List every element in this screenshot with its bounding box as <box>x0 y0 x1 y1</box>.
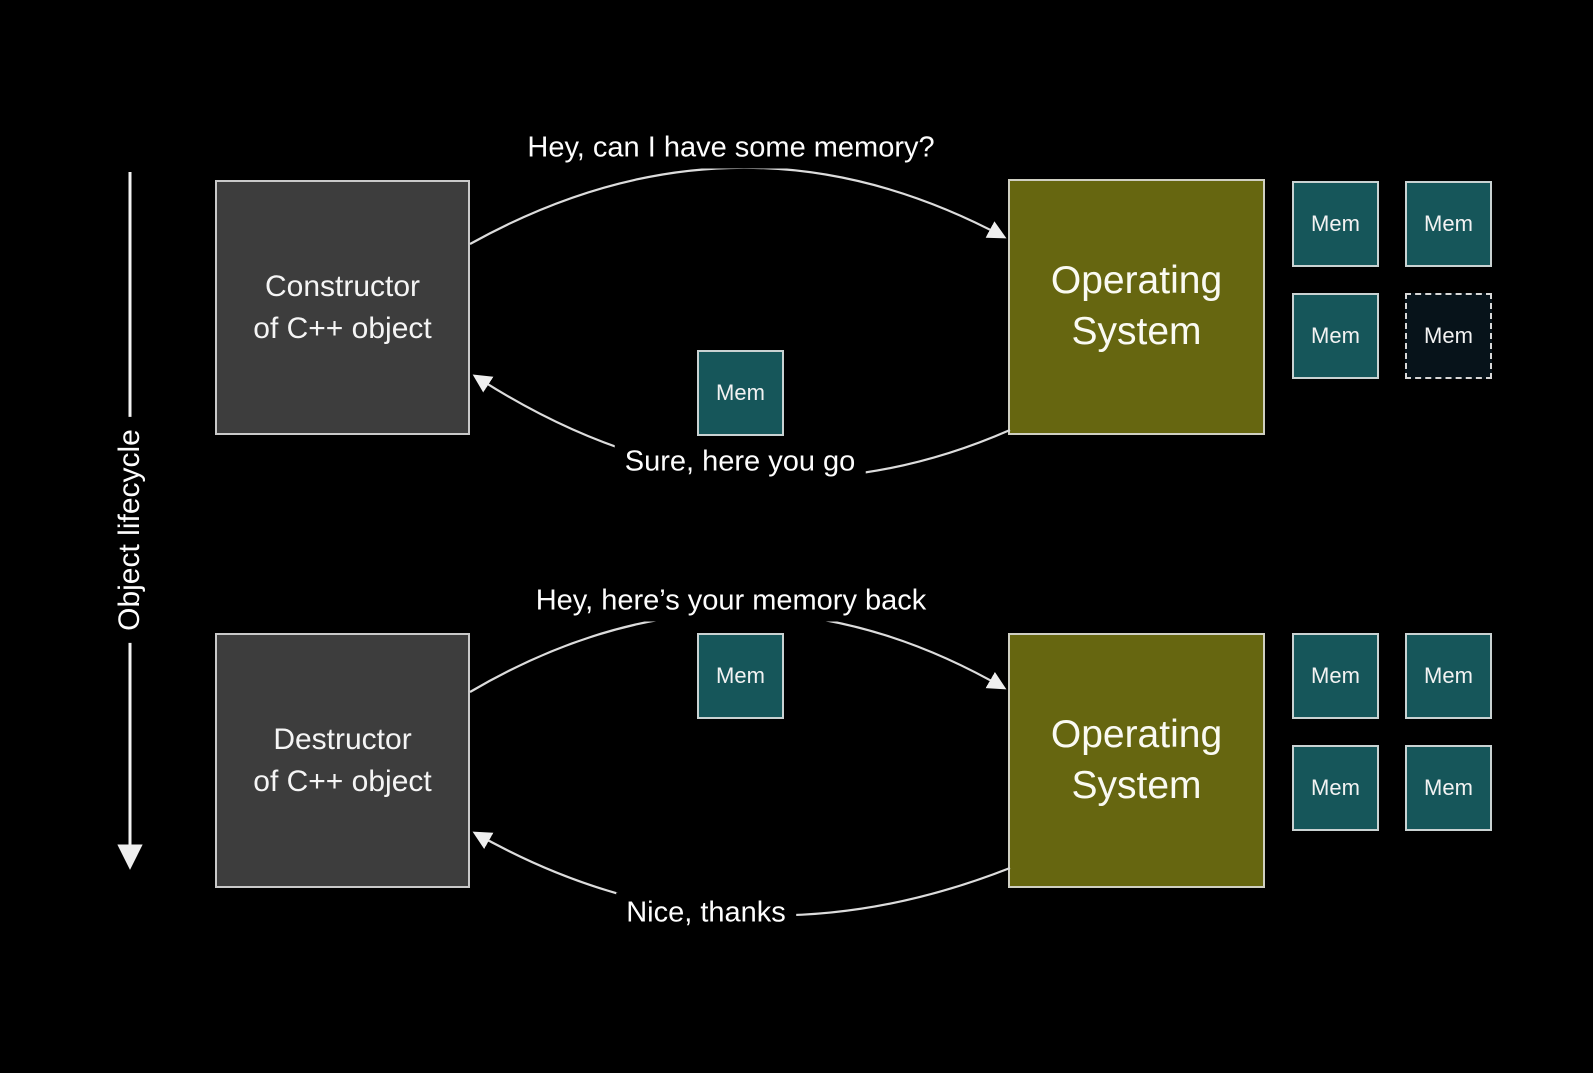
os-top-label-line2: System <box>1071 310 1202 353</box>
mem-slot-top-3: Mem <box>1292 293 1379 379</box>
constructor-label-line1: Constructor <box>264 270 421 304</box>
destructor-label-line1: Destructor <box>273 723 412 757</box>
mem-slot-bottom-1: Mem <box>1292 633 1379 719</box>
mem-label: Mem <box>1311 211 1360 236</box>
mem-label: Mem <box>1424 211 1473 236</box>
operating-system-box-top: Operating System <box>1008 179 1265 435</box>
destructor-box: Destructor of C++ object <box>215 633 470 888</box>
request-memory-label: Hey, can I have some memory? <box>517 127 945 169</box>
mem-slot-bottom-4: Mem <box>1405 745 1492 831</box>
mem-label: Mem <box>1424 323 1473 348</box>
request-memory-arrow <box>469 166 1007 245</box>
grant-memory-label: Sure, here you go <box>614 441 866 483</box>
return-memory-label: Hey, here’s your memory back <box>525 580 937 622</box>
mem-block-transfer-bottom: Mem <box>697 633 784 719</box>
acknowledge-label: Nice, thanks <box>616 892 796 934</box>
mem-slot-top-1: Mem <box>1292 181 1379 267</box>
constructor-label-line2: of C++ object <box>253 311 432 345</box>
mem-label: Mem <box>1311 775 1360 800</box>
mem-block-transfer-top: Mem <box>697 350 784 436</box>
mem-label: Mem <box>1311 323 1360 348</box>
os-top-label-line1: Operating <box>1050 259 1223 303</box>
os-bottom-label-line1: Operating <box>1050 712 1223 756</box>
operating-system-box-bottom: Operating System <box>1008 633 1265 888</box>
mem-slot-top-2: Mem <box>1405 181 1492 267</box>
mem-slot-bottom-3: Mem <box>1292 745 1379 831</box>
mem-label: Mem <box>716 663 765 688</box>
constructor-box: Constructor of C++ object <box>215 180 470 435</box>
mem-slot-top-4-borrowed: Mem <box>1405 293 1492 379</box>
mem-label: Mem <box>1424 663 1473 688</box>
os-bottom-label-line2: System <box>1071 763 1202 807</box>
object-lifecycle-label: Object lifecycle <box>113 417 147 643</box>
mem-label: Mem <box>1424 775 1473 800</box>
destructor-label-line2: of C++ object <box>253 764 432 798</box>
mem-slot-bottom-2: Mem <box>1405 633 1492 719</box>
mem-label: Mem <box>1311 663 1360 688</box>
mem-label: Mem <box>716 380 765 405</box>
